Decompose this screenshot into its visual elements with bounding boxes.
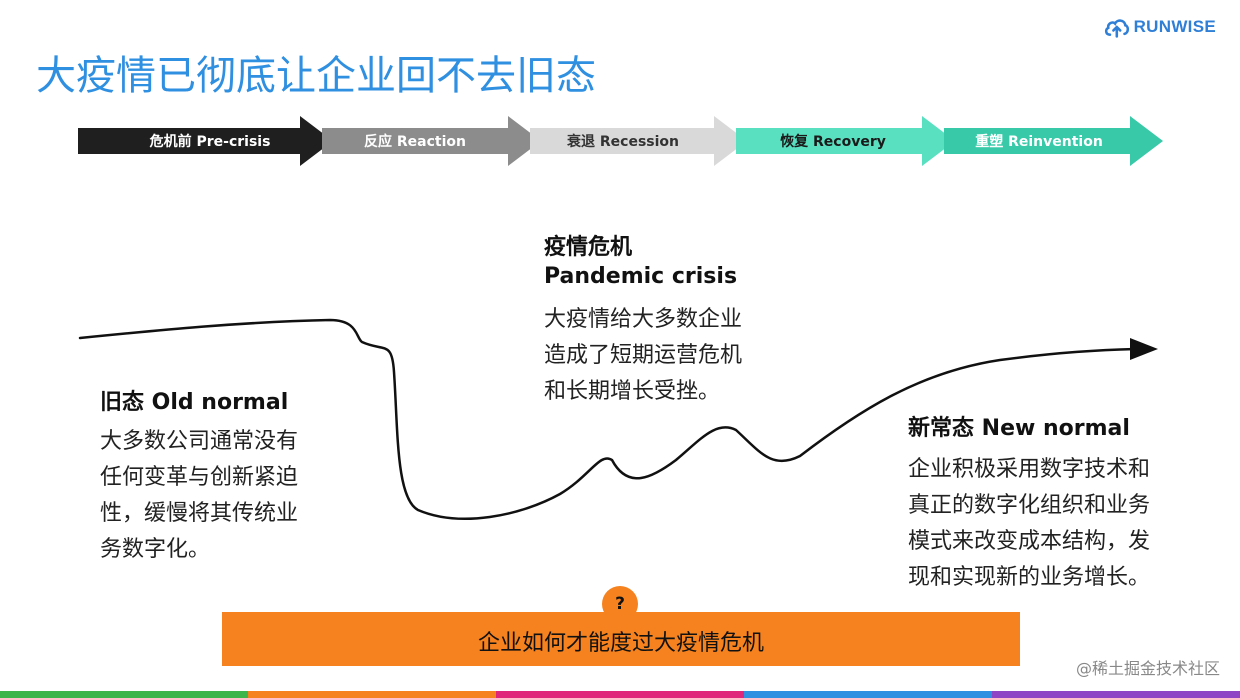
banner-text: 企业如何才能度过大疫情危机 bbox=[477, 631, 764, 656]
stage-arrow-pre-crisis bbox=[78, 116, 333, 166]
pandemic-line: 和长期增长受挫。 bbox=[544, 379, 721, 404]
old-normal-body: 大多数公司通常没有 任何变革与创新紧迫 性，缓慢将其传统业 务数字化。 bbox=[100, 424, 360, 568]
pandemic-line: 造成了短期运营危机 bbox=[544, 343, 743, 368]
curve-arrowhead-icon bbox=[1130, 338, 1158, 360]
curve-line bbox=[78, 318, 1138, 520]
old-normal-line: 务数字化。 bbox=[100, 537, 211, 562]
new-normal-body: 企业积极采用数字技术和 真正的数字化组织和业务 模式来改变成本结构，发 现和实现… bbox=[908, 452, 1208, 596]
new-normal-heading: 新常态 New normal bbox=[908, 416, 1130, 441]
new-normal-line: 模式来改变成本结构，发 bbox=[908, 529, 1151, 554]
runwise-logo: RUNWISE bbox=[1104, 12, 1216, 42]
stage-arrow-recovery bbox=[736, 116, 955, 166]
stage-label-recession: 衰退 Recession bbox=[567, 134, 679, 150]
stage-label-recovery: 恢复 Recovery bbox=[780, 134, 886, 150]
new-normal-line: 现和实现新的业务增长。 bbox=[908, 565, 1151, 590]
cloud-logo-icon bbox=[1104, 19, 1130, 38]
old-normal-line: 任何变革与创新紧迫 bbox=[100, 465, 299, 490]
bottom-bar-segment bbox=[496, 691, 744, 698]
trend-curve bbox=[78, 318, 1158, 520]
old-normal-line: 大多数公司通常没有 bbox=[100, 429, 299, 454]
old-normal-line: 性，缓慢将其传统业 bbox=[100, 501, 299, 526]
bottom-bar-segment bbox=[248, 691, 496, 698]
stage-label-reaction: 反应 Reaction bbox=[364, 134, 466, 150]
pandemic-heading-en: Pandemic crisis bbox=[544, 264, 738, 289]
question-mark-icon: ? bbox=[602, 586, 638, 622]
page-title: 大疫情已彻底让企业回不去旧态 bbox=[36, 53, 596, 99]
bottom-bar-segment bbox=[0, 691, 248, 698]
stage-arrow-reaction bbox=[322, 116, 541, 166]
pandemic-body: 大疫情给大多数企业 造成了短期运营危机 和长期增长受挫。 bbox=[544, 302, 804, 410]
stage-label-reinvention: 重塑 Reinvention bbox=[975, 134, 1103, 150]
pandemic-heading-cn: 疫情危机 bbox=[544, 235, 633, 260]
logo-text: RUNWISE bbox=[1133, 17, 1216, 36]
stage-arrows bbox=[78, 116, 1163, 166]
new-normal-line: 真正的数字化组织和业务 bbox=[908, 493, 1151, 518]
bottom-bar-segment bbox=[992, 691, 1240, 698]
bottom-bar-segment bbox=[744, 691, 992, 698]
old-normal-heading: 旧态 Old normal bbox=[100, 390, 289, 415]
watermark: @稀土掘金技术社区 bbox=[1075, 659, 1220, 678]
stage-arrow-reinvention bbox=[944, 116, 1163, 166]
pandemic-line: 大疫情给大多数企业 bbox=[544, 307, 743, 332]
new-normal-line: 企业积极采用数字技术和 bbox=[908, 457, 1151, 482]
bottom-color-bar bbox=[0, 691, 1240, 698]
stage-label-pre-crisis: 危机前 Pre-crisis bbox=[149, 134, 271, 150]
stage-arrow-recession bbox=[530, 116, 747, 166]
